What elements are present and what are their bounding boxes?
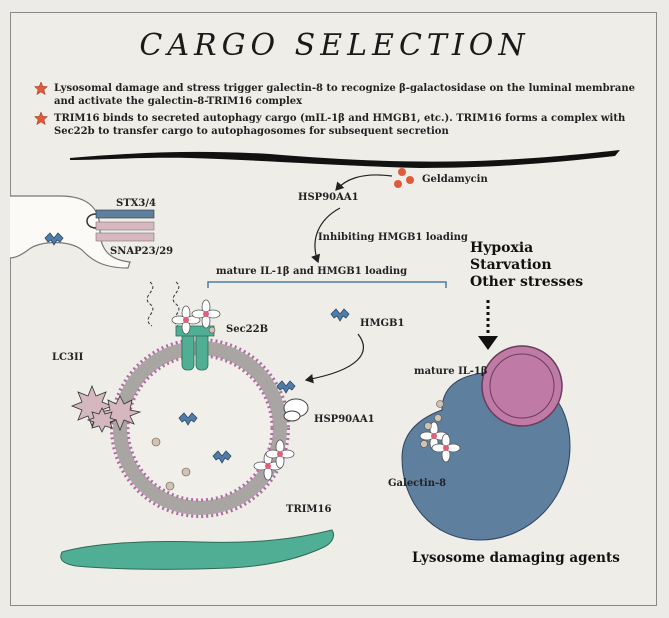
label-hsp90aa1: HSP90AA1	[314, 414, 375, 425]
label-trim16: TRIM16	[286, 504, 332, 515]
hmgb1-icon	[330, 308, 350, 322]
il1b-dot	[420, 440, 428, 448]
label-stx: STX3/4	[116, 198, 156, 209]
label-snap: SNAP23/29	[110, 246, 174, 257]
bullet-1-text: Lysosomal damage and stress trigger gale…	[54, 83, 635, 107]
figure-title: CARGO SELECTION	[139, 28, 530, 63]
label-galectin8: Galectin-8	[388, 478, 447, 489]
stress-arrow	[478, 300, 498, 350]
il1b-dot	[165, 481, 175, 491]
hsp90aa1-protein	[283, 398, 309, 422]
label-hmgb1: HMGB1	[360, 318, 405, 329]
il1b-dot	[181, 467, 191, 477]
il1b-dot	[436, 400, 444, 408]
arrow-hmgb1	[304, 333, 364, 384]
label-mature-il1b: mature IL-1β	[414, 366, 488, 377]
label-lc3ii: LC3II	[52, 352, 84, 363]
bullet-2: TRIM16 binds to secreted autophagy cargo…	[34, 112, 644, 138]
il1b-dot	[424, 422, 432, 430]
star-icon	[34, 112, 48, 126]
label-lysosome-agents: Lysosome damaging agents	[412, 550, 620, 566]
arrow-hsp-down	[311, 207, 341, 264]
hmgb1-icon	[276, 380, 296, 394]
geldamycin-dots	[394, 168, 414, 188]
stress-hypoxia: Hypoxia	[470, 240, 534, 256]
label-geldamycin: Geldamycin	[422, 174, 488, 185]
stresses-list: Hypoxia Starvation Other stresses	[470, 240, 583, 291]
wavy-divider	[70, 150, 620, 168]
bullet-1: Lysosomal damage and stress trigger gale…	[34, 82, 644, 108]
plasma-membrane	[9, 195, 131, 269]
lc3ii-proteins	[70, 384, 142, 433]
stress-starvation: Starvation	[470, 257, 552, 273]
label-hsp90aa1-top: HSP90AA1	[298, 192, 359, 203]
squiggle-1	[146, 281, 154, 327]
label-inhibiting: Inhibiting HMGB1 loading	[318, 232, 468, 243]
loading-bracket	[207, 281, 447, 288]
bullet-2-text: TRIM16 binds to secreted autophagy cargo…	[54, 113, 626, 137]
star-icon	[34, 82, 48, 96]
il1b-dot	[151, 437, 161, 447]
er-membrane	[60, 529, 335, 570]
label-loading: mature IL-1β and HMGB1 loading	[216, 266, 408, 277]
lysosome	[401, 345, 571, 541]
il1b-dot	[434, 414, 442, 422]
stress-other: Other stresses	[470, 274, 584, 290]
label-sec22b: Sec22B	[226, 324, 269, 335]
arrow-geldamycin	[335, 174, 393, 191]
stx-snap-complex	[86, 209, 155, 242]
